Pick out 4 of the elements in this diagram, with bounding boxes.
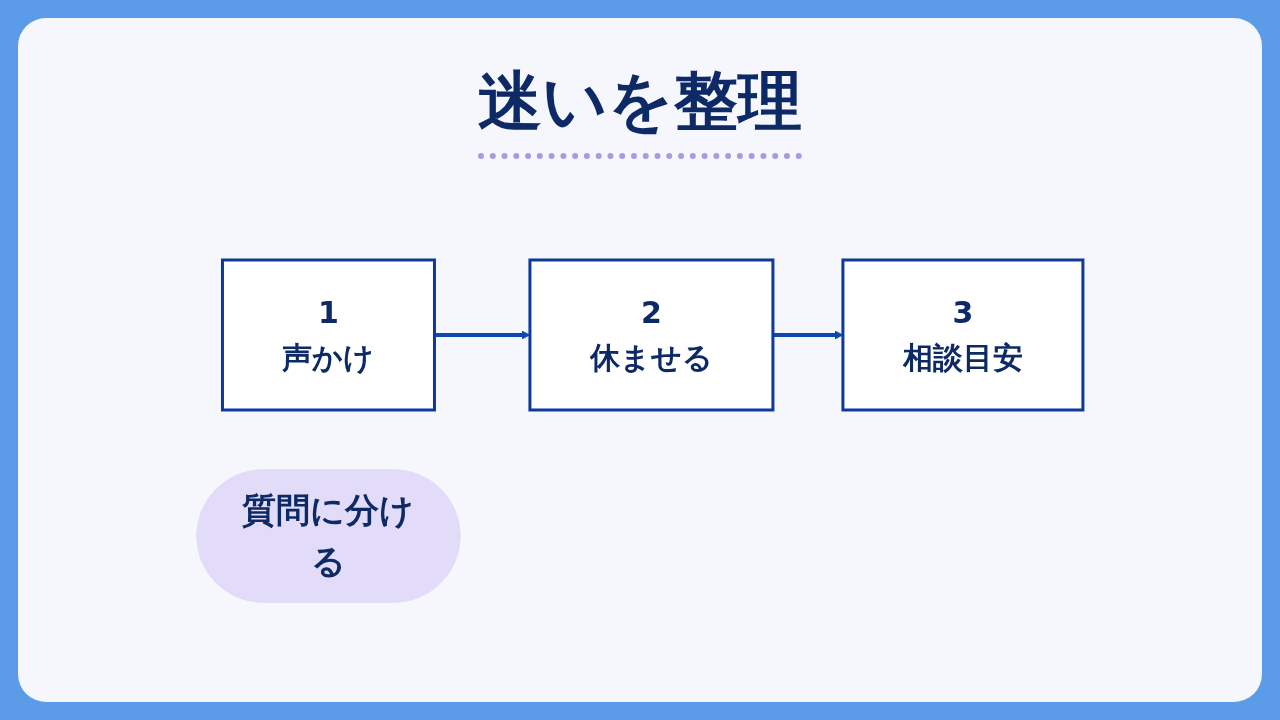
node-box: 1 声かけ [221, 258, 436, 411]
node-box: 2 休ませる [528, 258, 775, 411]
title: 迷いを整理 [478, 58, 802, 159]
node-box: 3 相談目安 [841, 258, 1085, 411]
